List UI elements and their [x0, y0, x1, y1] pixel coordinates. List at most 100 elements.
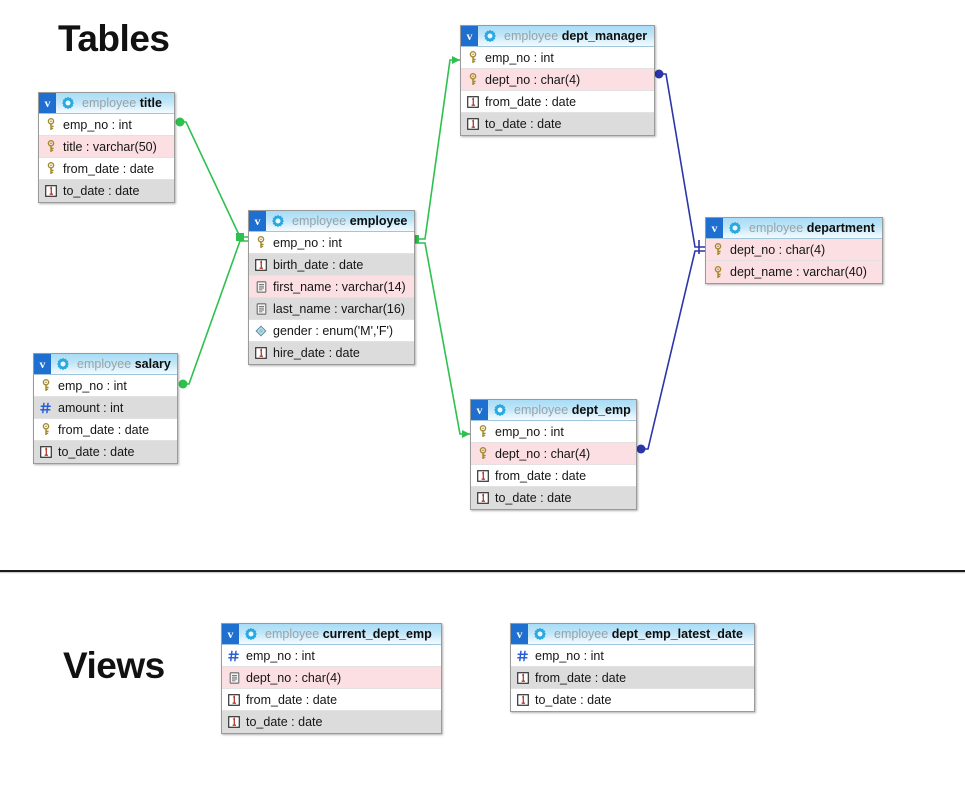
entity-columns-salary: emp_no : int amount : int from_date : date…: [34, 375, 177, 463]
column-label: from_date : date: [485, 94, 577, 109]
column-row[interactable]: dept_no : char(4): [706, 239, 882, 261]
entity-header-employee[interactable]: v employee employee: [249, 211, 414, 232]
column-row[interactable]: amount : int: [34, 397, 177, 419]
column-label: from_date : date: [495, 468, 587, 483]
gear-icon: [482, 28, 498, 44]
entity-schema: employee: [292, 214, 347, 228]
column-row[interactable]: dept_name : varchar(40): [706, 261, 882, 283]
key-icon: [466, 51, 480, 65]
date-icon: [44, 184, 58, 198]
entity-title-dept_emp_latest_date: employee dept_emp_latest_date: [554, 624, 743, 644]
view-badge-icon: v: [249, 211, 266, 231]
column-row[interactable]: emp_no : int: [461, 47, 654, 69]
entity-name: dept_emp_latest_date: [611, 627, 743, 641]
date-icon: [476, 469, 490, 483]
column-row[interactable]: from_date : date: [222, 689, 441, 711]
column-row[interactable]: to_date : date: [461, 113, 654, 135]
entity-name: dept_manager: [561, 29, 648, 43]
column-row[interactable]: to_date : date: [34, 441, 177, 463]
column-row[interactable]: to_date : date: [511, 689, 754, 711]
column-label: emp_no : int: [485, 50, 554, 65]
column-label: to_date : date: [58, 445, 135, 459]
gear-icon: [243, 626, 259, 642]
column-label: gender : enum('M','F'): [273, 323, 394, 338]
relation-employee-dept_manager: [411, 56, 460, 243]
text-icon: [254, 280, 268, 294]
entity-columns-dept_manager: emp_no : int dept_no : char(4) from_date :…: [461, 47, 654, 135]
entity-title-dept_emp: employee dept_emp: [514, 400, 631, 420]
column-label: emp_no : int: [273, 235, 342, 250]
column-row[interactable]: to_date : date: [39, 180, 174, 202]
column-row[interactable]: first_name : varchar(14): [249, 276, 414, 298]
column-row[interactable]: title : varchar(50): [39, 136, 174, 158]
column-label: emp_no : int: [535, 648, 604, 663]
column-label: amount : int: [58, 400, 124, 415]
column-row[interactable]: to_date : date: [471, 487, 636, 509]
relation-employee-dept_emp: [415, 242, 470, 438]
column-row[interactable]: from_date : date: [461, 91, 654, 113]
column-row[interactable]: gender : enum('M','F'): [249, 320, 414, 342]
column-row[interactable]: dept_no : char(4): [471, 443, 636, 465]
column-row[interactable]: from_date : date: [511, 667, 754, 689]
column-row[interactable]: emp_no : int: [511, 645, 754, 667]
column-row[interactable]: dept_no : char(4): [222, 667, 441, 689]
key-icon: [44, 118, 58, 132]
date-icon: [254, 258, 268, 272]
column-label: to_date : date: [535, 693, 612, 707]
key-icon: [44, 140, 58, 154]
column-row[interactable]: from_date : date: [34, 419, 177, 441]
column-row[interactable]: hire_date : date: [249, 342, 414, 364]
column-row[interactable]: to_date : date: [222, 711, 441, 733]
column-row[interactable]: emp_no : int: [34, 375, 177, 397]
column-label: to_date : date: [246, 715, 323, 729]
gear-icon: [55, 356, 71, 372]
date-icon: [227, 715, 241, 729]
entity-schema: employee: [514, 403, 569, 417]
gear-icon: [727, 220, 743, 236]
entity-name: title: [139, 96, 162, 110]
column-row[interactable]: last_name : varchar(16): [249, 298, 414, 320]
key-icon: [39, 423, 53, 437]
entity-schema: employee: [82, 96, 137, 110]
column-row[interactable]: emp_no : int: [222, 645, 441, 667]
column-label: from_date : date: [58, 422, 150, 437]
section-caption-tables: Tables: [58, 18, 170, 59]
column-row[interactable]: emp_no : int: [471, 421, 636, 443]
entity-employee[interactable]: v employee employee emp_no : int birth_date…: [248, 210, 415, 365]
column-label: to_date : date: [485, 117, 562, 131]
key-icon: [711, 265, 725, 279]
column-row[interactable]: from_date : date: [39, 158, 174, 180]
key-icon: [44, 162, 58, 176]
entity-title-employee: employee employee: [292, 211, 407, 231]
date-icon: [466, 117, 480, 131]
date-icon: [516, 693, 530, 707]
key-icon: [711, 243, 725, 257]
column-row[interactable]: from_date : date: [471, 465, 636, 487]
column-row[interactable]: dept_no : char(4): [461, 69, 654, 91]
column-row[interactable]: birth_date : date: [249, 254, 414, 276]
key-icon: [476, 425, 490, 439]
column-row[interactable]: emp_no : int: [249, 232, 414, 254]
column-label: birth_date : date: [273, 257, 364, 272]
entity-schema: employee: [504, 29, 559, 43]
column-row[interactable]: emp_no : int: [39, 114, 174, 136]
text-icon: [254, 302, 268, 316]
entity-header-title[interactable]: v employee title: [39, 93, 174, 114]
view-badge-icon: v: [706, 218, 723, 238]
view-badge-icon: v: [39, 93, 56, 113]
entity-title-current_dept_emp: employee current_dept_emp: [265, 624, 432, 644]
